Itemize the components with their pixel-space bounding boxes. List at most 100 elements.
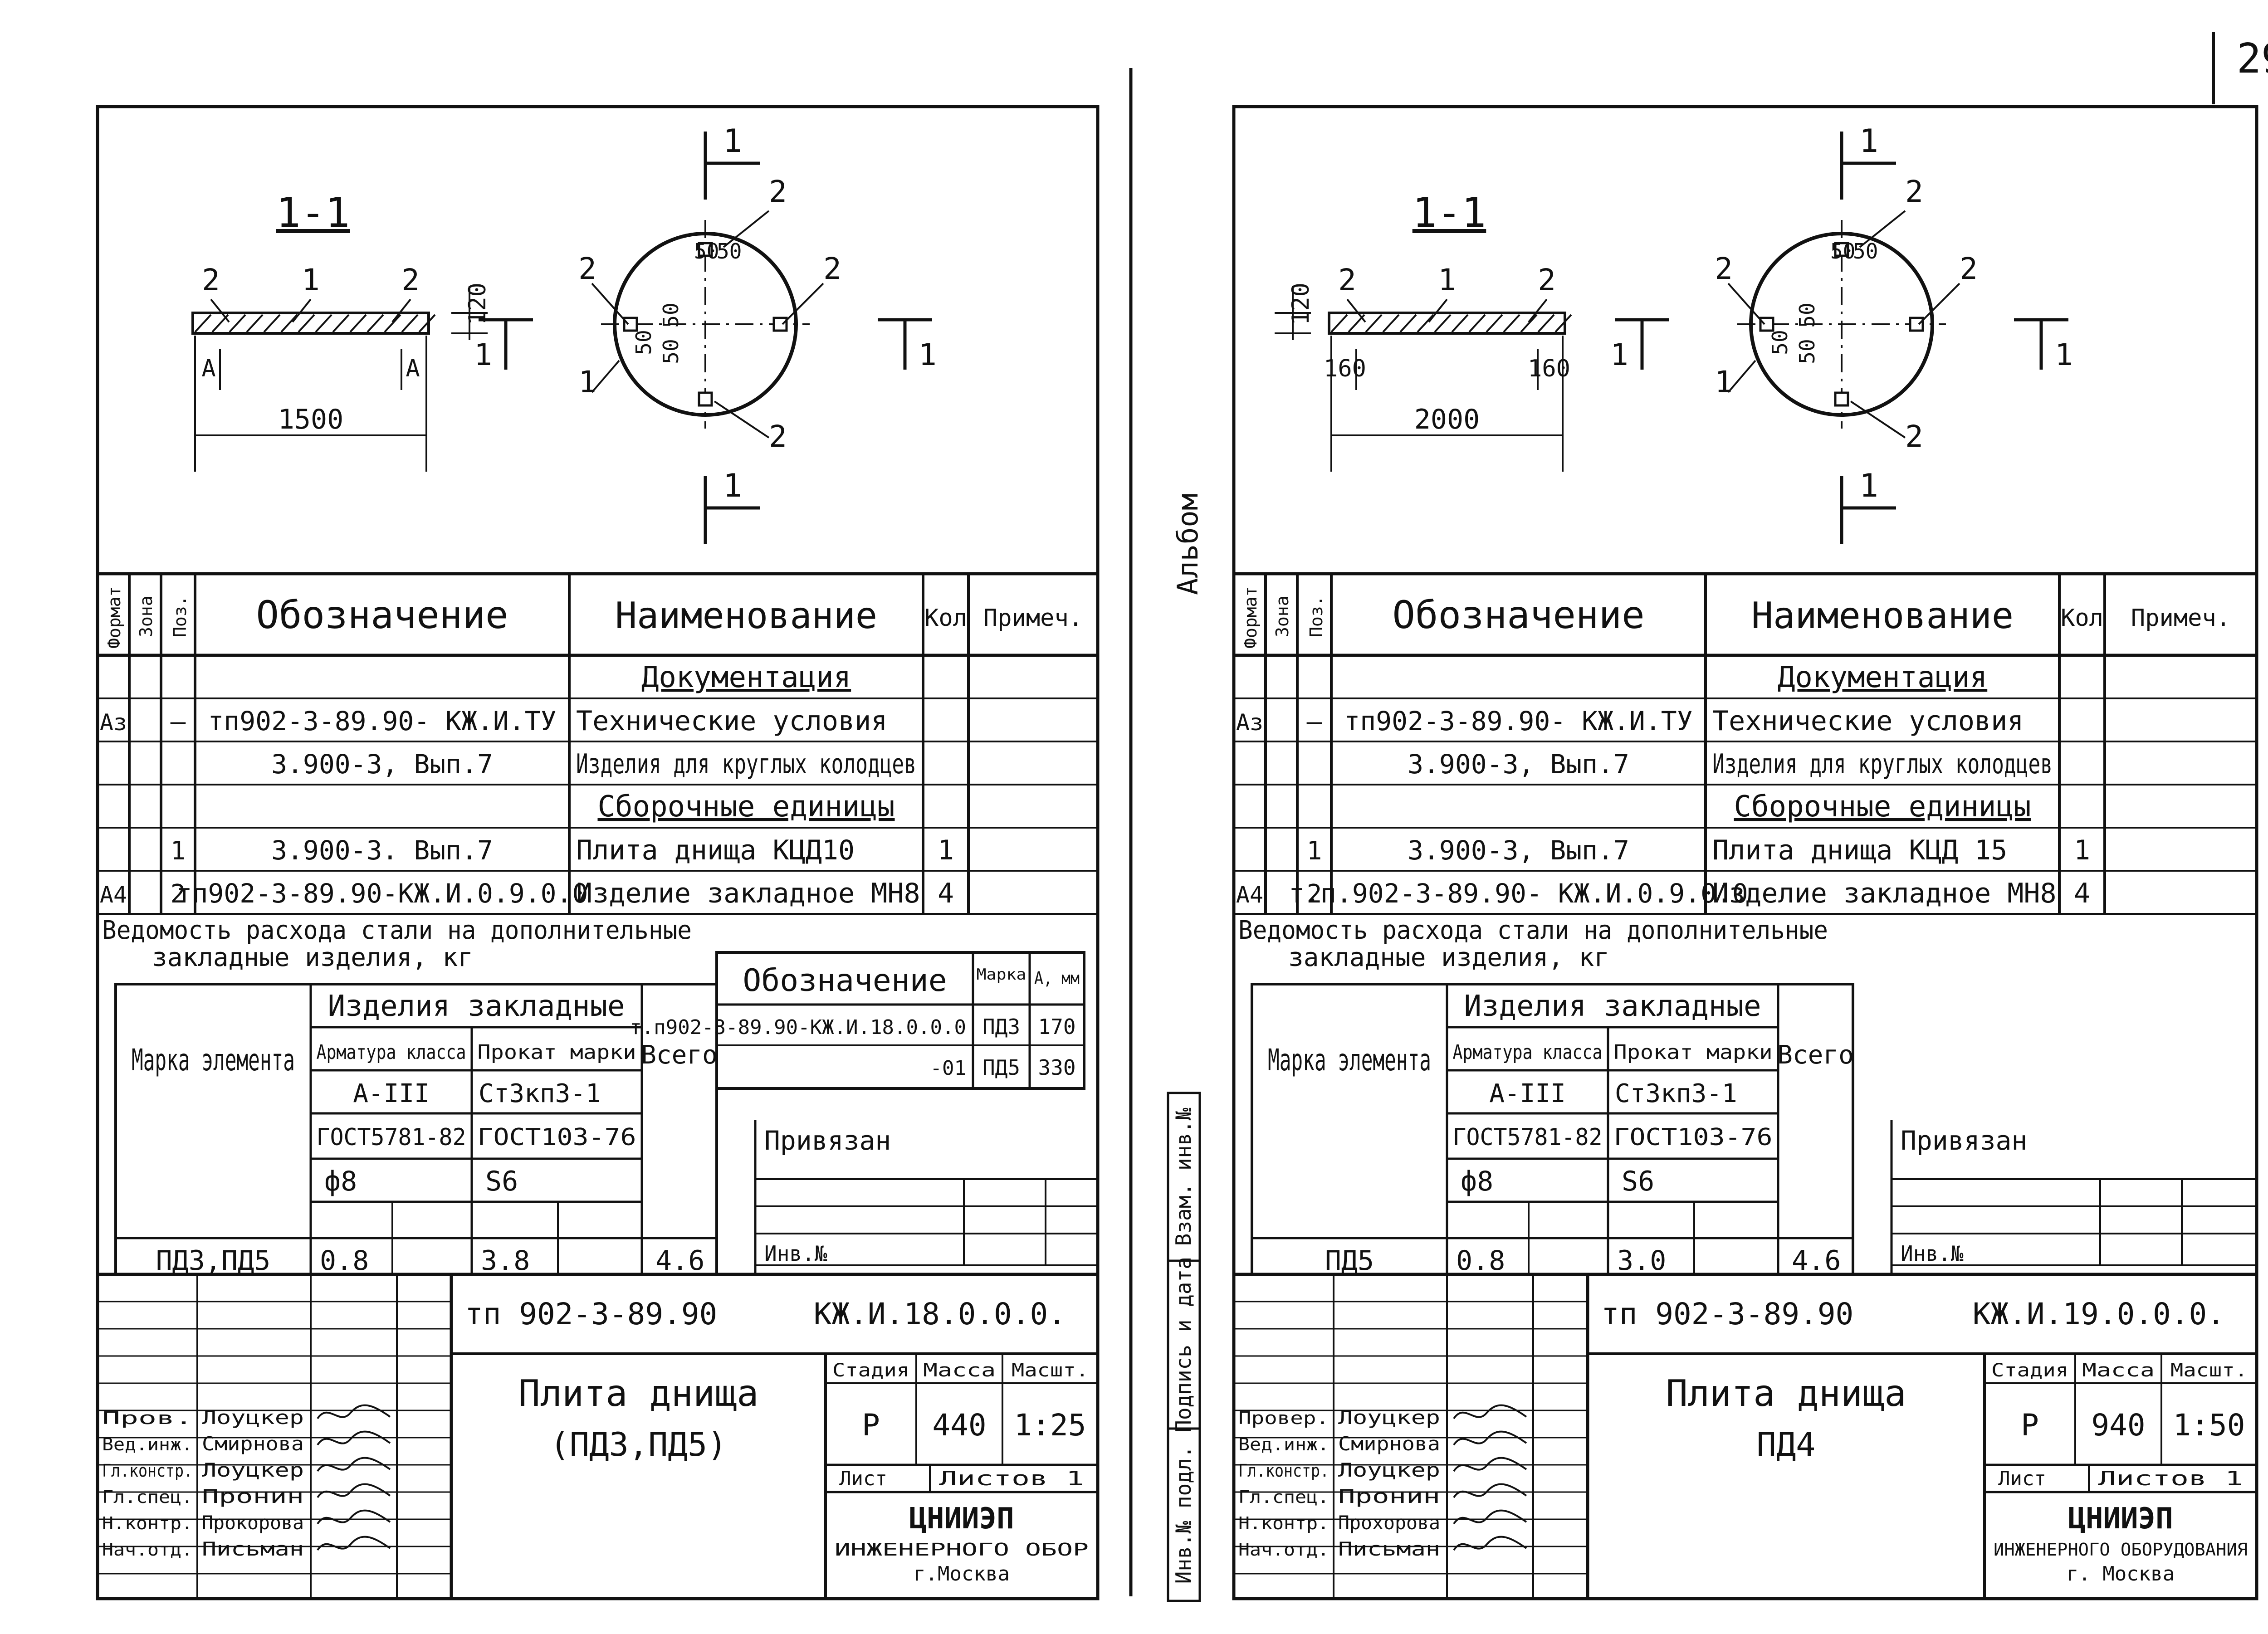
- spec-header-zone: Зона: [136, 595, 156, 637]
- leader-line: [714, 400, 770, 439]
- spec-header-name: Наименование: [1751, 595, 2014, 637]
- section-mark-label: 1: [1859, 467, 1878, 504]
- steel-rolled-grade: Ст3кп3-1: [479, 1079, 601, 1108]
- slab-hatch: [367, 314, 384, 333]
- signature-role: Провер.: [1238, 1408, 1329, 1428]
- steel-row-rebar: 0.8: [320, 1245, 369, 1277]
- steel-rebar-dia: ф8: [324, 1166, 357, 1197]
- spec-cell-name: Технические условия: [1712, 705, 2024, 737]
- title-scale: 1:50: [2173, 1408, 2245, 1443]
- spec-cell-qty: 1: [2074, 834, 2090, 866]
- title-mass-label: Масса: [923, 1360, 996, 1381]
- spec-header-qty: Кол: [2061, 605, 2103, 632]
- callout-pos-right: 2: [401, 263, 420, 298]
- callout-top: 2: [1905, 174, 1923, 209]
- steel-col-total: Всего: [641, 1040, 718, 1070]
- section-title: 1-1: [276, 189, 350, 237]
- steel-rebar-gost: ГОСТ5781-82: [317, 1124, 466, 1151]
- variants-cell-mark: ПД5: [982, 1055, 1020, 1080]
- leader-line: [391, 298, 411, 323]
- linked-inv: Инв.№: [1901, 1241, 1964, 1266]
- leader-line: [1346, 298, 1366, 323]
- embedded-part-mark: [1834, 391, 1849, 407]
- plan-dim-top2: 50: [1853, 239, 1878, 263]
- embedded-part-mark: [698, 242, 713, 257]
- spec-cell-name: Изделия для круглых колодцев: [1712, 748, 2053, 780]
- steel-row-mark: ПД3,ПД5: [156, 1245, 271, 1277]
- steel-title-1: Ведомость расхода стали на дополнительны…: [102, 916, 692, 945]
- length-dim: 2000: [1414, 404, 1480, 435]
- slab-hatch: [1503, 314, 1520, 333]
- title-code: КЖ.И.19.0.0.0.: [1973, 1297, 2225, 1332]
- callout-bottom: 2: [769, 419, 787, 454]
- title-org-1: ЦНИИЭП: [2068, 1502, 2173, 1536]
- spec-cell-qty: 4: [938, 878, 954, 909]
- signature-person: Прохорова: [1338, 1512, 1440, 1534]
- title-mass: 940: [2091, 1408, 2145, 1443]
- signature-row: Провер.Лоуцкер: [1238, 1404, 1527, 1429]
- steel-col-total: Всего: [1777, 1040, 1854, 1070]
- spec-cell-name: Изделие закладное МН8: [1712, 878, 2057, 909]
- callout-pos-left: 2: [202, 263, 220, 298]
- end-dim-right: A: [406, 355, 420, 382]
- spec-cell-designation: тп902-3-89.90- КЖ.И.ТУ: [1344, 706, 1692, 737]
- signature-person: Письман: [202, 1538, 304, 1560]
- length-dim: 1500: [278, 404, 344, 435]
- slab-hatch: [194, 314, 212, 333]
- section-mark-label: 1: [1610, 337, 1628, 372]
- spec-section-heading: Документация: [641, 661, 851, 694]
- variants-cell-a: 330: [1038, 1055, 1075, 1080]
- spec-section-heading: Документация: [1778, 661, 1987, 694]
- slab-hatch: [1451, 314, 1469, 333]
- steel-col-rebar: Арматура класса: [1453, 1041, 1603, 1064]
- title-block: Пров.ЛоуцкерВед.инж.СмирноваГл.констр.Ло…: [98, 1273, 1098, 1599]
- plan-dim-side2: 50: [659, 339, 683, 364]
- slab-hatch: [298, 314, 315, 333]
- section-mark-left: 1: [1610, 318, 1669, 372]
- spec-cell-qty: 1: [938, 834, 954, 866]
- signature-scribble: [317, 1483, 391, 1498]
- slab-hatch: [384, 314, 401, 333]
- signature-row: Пров.Лоуцкер: [102, 1404, 391, 1429]
- leader-line: [782, 283, 824, 325]
- spec-header-name: Наименование: [615, 595, 877, 637]
- embedded-part-mark: [1909, 317, 1924, 332]
- steel-col-rebar: Арматура класса: [317, 1041, 466, 1064]
- signature-row: Нач.отд.Письман: [1238, 1536, 1527, 1560]
- embedded-part-mark: [772, 317, 788, 332]
- leader-line: [591, 283, 629, 325]
- steel-table: Ведомость расхода стали на дополнительны…: [102, 916, 718, 1277]
- spec-cell-designation: 3.900-3, Вып.7: [1408, 749, 1629, 780]
- end-dim-left: A: [201, 355, 215, 382]
- spec-header-designation: Обозначение: [1392, 593, 1644, 637]
- steel-title-1: Ведомость расхода стали на дополнительны…: [1238, 916, 1828, 945]
- signature-row: Нач.отд.Письман: [102, 1536, 391, 1560]
- signature-scribble: [1453, 1483, 1527, 1498]
- variants-header-mark: Марка: [977, 966, 1026, 984]
- title-scale-label: Масшт.: [1012, 1360, 1089, 1381]
- slab-hatch: [332, 314, 350, 333]
- signature-person: Пронин: [202, 1485, 304, 1507]
- signature-role: Вед.инж.: [1238, 1434, 1329, 1454]
- slab-hatch: [1417, 314, 1434, 333]
- spec-cell-format: Аз: [100, 709, 127, 736]
- title-org-2: ИНЖЕНЕРНОГО ОБОР: [835, 1540, 1089, 1560]
- signature-row: Н.контр.Прохорова: [1238, 1509, 1527, 1534]
- steel-col-mark: Марка элемента: [132, 1043, 295, 1078]
- embedded-part-mark: [1759, 317, 1774, 332]
- plan-dim-side: 50: [1795, 302, 1819, 327]
- plan-dim-side3: 50: [1768, 330, 1792, 355]
- steel-rebar-class: А-III: [353, 1079, 430, 1108]
- steel-col-mark: Марка элемента: [1268, 1043, 1431, 1078]
- signature-role: Н.контр.: [102, 1513, 193, 1533]
- spec-header-designation: Обозначение: [256, 593, 508, 637]
- steel-col-rolled: Прокат марки: [1614, 1041, 1773, 1064]
